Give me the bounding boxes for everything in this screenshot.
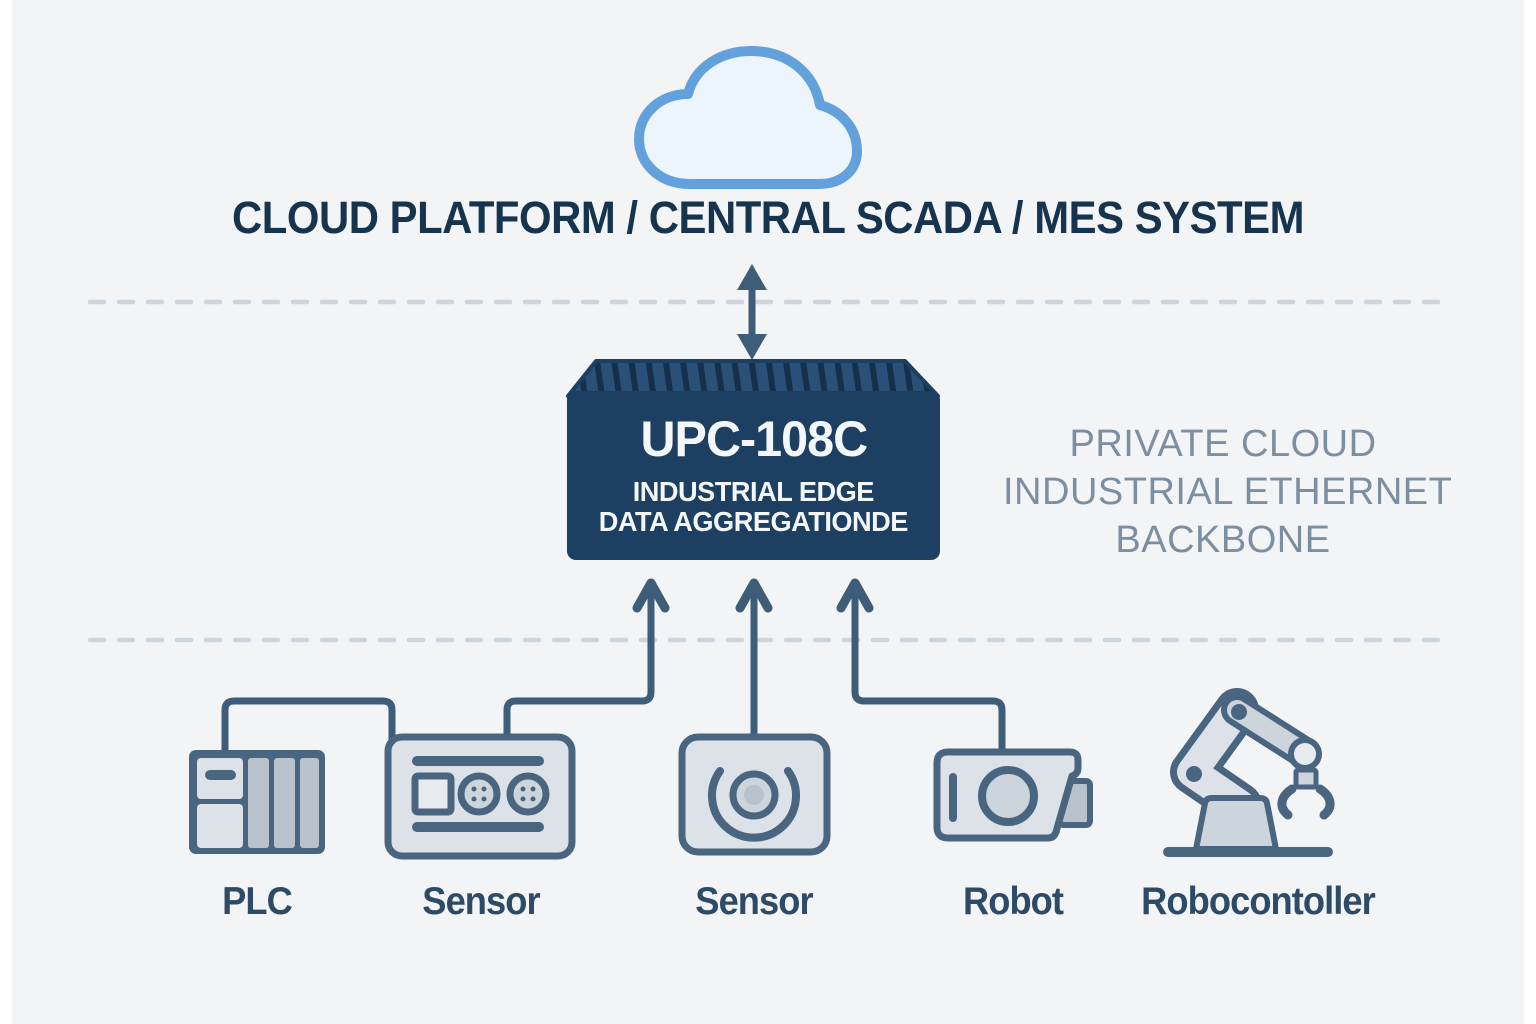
connection-wires xyxy=(221,578,1006,756)
backbone-note: PRIVATE CLOUD INDUSTRIAL ETHERNET BACKBO… xyxy=(1003,420,1453,564)
device-label-sensor-2: Sensor xyxy=(695,880,813,923)
device-label-sensor-1: Sensor xyxy=(422,880,540,923)
device-label-plc: PLC xyxy=(222,880,293,923)
up-down-arrow-icon xyxy=(737,264,767,360)
edge-gateway-model: UPC-108C xyxy=(640,411,868,467)
backbone-note-line1: PRIVATE CLOUD xyxy=(1069,423,1377,465)
sensor-panel-icon xyxy=(384,733,576,860)
cloud-icon xyxy=(634,46,862,189)
robot-arm-icon xyxy=(1163,688,1335,857)
edge-gateway-line1: INDUSTRIAL EDGE xyxy=(632,476,875,507)
up-arrow-1 xyxy=(503,587,655,744)
backbone-note-line3: BACKBONE xyxy=(1115,519,1331,561)
robot-camera-icon xyxy=(933,748,1093,842)
up-arrow-3-head xyxy=(836,578,874,613)
device-label-robocontroller: Robocontoller xyxy=(1141,880,1376,923)
wire-plc-to-sensor xyxy=(221,697,396,756)
edge-gateway-box xyxy=(566,359,940,560)
backbone-note-line2: INDUSTRIAL ETHERNET xyxy=(1003,471,1453,513)
device-label-robot: Robot xyxy=(962,880,1064,923)
diagram-title: CLOUD PLATFORM / CENTRAL SCADA / MES SYS… xyxy=(232,192,1304,243)
up-arrow-2-head xyxy=(735,578,773,613)
edge-gateway-line2: DATA AGGREGATIONDE xyxy=(598,506,909,537)
plc-icon xyxy=(189,750,325,854)
proximity-sensor-icon xyxy=(678,733,831,856)
up-arrow-1-head xyxy=(632,578,670,613)
edge-gateway-label-block: UPC-108C INDUSTRIAL EDGE DATA AGGREGATIO… xyxy=(567,391,940,560)
up-arrow-3 xyxy=(851,587,1006,756)
